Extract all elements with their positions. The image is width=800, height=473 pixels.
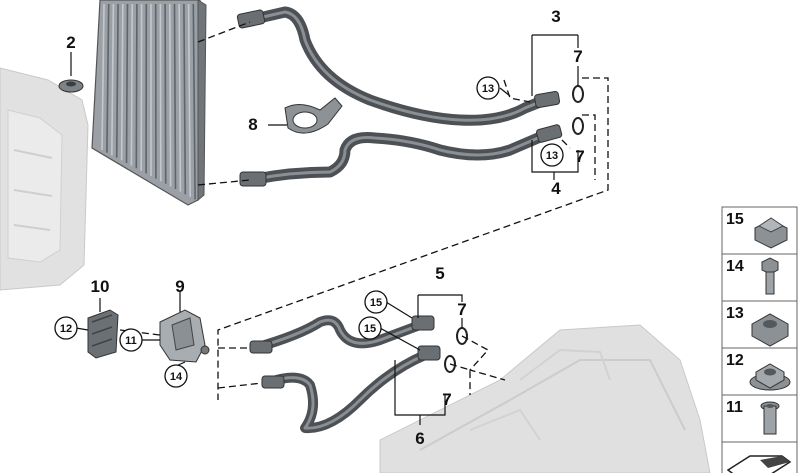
sleeve-icon [760,401,780,435]
cooler-fin [169,3,172,187]
svg-text:15: 15 [370,297,382,309]
svg-text:14: 14 [170,371,183,383]
cooler-fin [192,3,196,200]
bolt-icon [761,257,779,295]
small-parts-legend: 15 14 13 12 [721,206,798,473]
cooler-fin [101,3,105,151]
lower-hose-lines [249,315,468,434]
cooler-fin [135,3,138,169]
legend-cell-11: 11 [721,394,798,443]
svg-text:15: 15 [726,211,744,228]
flange-nut-icon [749,363,791,391]
svg-text:12: 12 [60,323,72,335]
cooler-fin [111,3,115,156]
circled-callout-13a: 13 [476,76,500,100]
circled-callout-15b: 15 [358,316,382,340]
svg-text:14: 14 [726,258,744,275]
callout-numbers: 2 3 7 8 7 4 5 7 10 9 7 6 [66,7,584,448]
circled-callout-11: 11 [119,328,143,352]
assignment-dashed-lines [119,21,609,400]
cooler-fin [106,3,110,153]
callout-8: 8 [248,115,257,134]
cooler-fin [120,3,124,161]
legend-cell-15: 15 [721,206,798,255]
callout-5: 5 [435,264,444,283]
callout-9: 9 [175,277,184,296]
cooler-fin [173,3,177,190]
circled-callout-14: 14 [164,364,188,388]
cooler-fin [125,3,129,164]
callout-3: 3 [551,7,560,26]
arrow-icon [726,455,792,473]
callout-7a: 7 [573,47,582,66]
circled-callout-12: 12 [54,316,78,340]
legend-cell-14: 14 [721,253,798,302]
callout-7b: 7 [575,147,584,166]
svg-text:13: 13 [726,305,744,322]
legend-cell-13: 13 [721,300,798,349]
nut-icon [754,217,788,249]
cooler-fin [183,3,187,195]
circled-callout-13b: 13 [540,143,564,167]
callout-2: 2 [66,33,75,52]
cooler-fin [115,3,119,158]
callout-10: 10 [91,277,110,296]
cooler-fin [164,3,167,184]
mounting-bracket [159,309,210,363]
svg-text:13: 13 [482,83,494,95]
cooler-fin [187,3,191,197]
cooler-fin [178,3,182,192]
oil-cooler [91,0,207,206]
legend-cell-arrow [721,441,798,473]
upper-hose-lines [236,6,584,187]
hex-nut-icon [751,313,789,347]
callout-7c: 7 [457,300,466,319]
callout-6: 6 [415,429,424,448]
rubber-grommet [87,309,119,359]
svg-text:12: 12 [726,352,744,369]
callout-leaders [70,34,579,425]
engine-block-ghost-left [0,67,89,291]
oil-pan-ghost-right [379,324,711,473]
cooler-fin [130,3,133,166]
svg-text:13: 13 [546,150,558,162]
circled-callout-15a: 15 [364,290,388,314]
washer-part [58,79,84,93]
callout-7d: 7 [442,390,451,409]
legend-cell-12: 12 [721,347,798,396]
svg-text:11: 11 [726,399,743,416]
hose-clamp-bracket [284,97,343,134]
circled-callouts: 13 13 15 15 12 11 14 [54,76,564,388]
callout-4: 4 [551,179,561,198]
svg-text:15: 15 [364,323,376,335]
svg-text:11: 11 [125,335,137,347]
